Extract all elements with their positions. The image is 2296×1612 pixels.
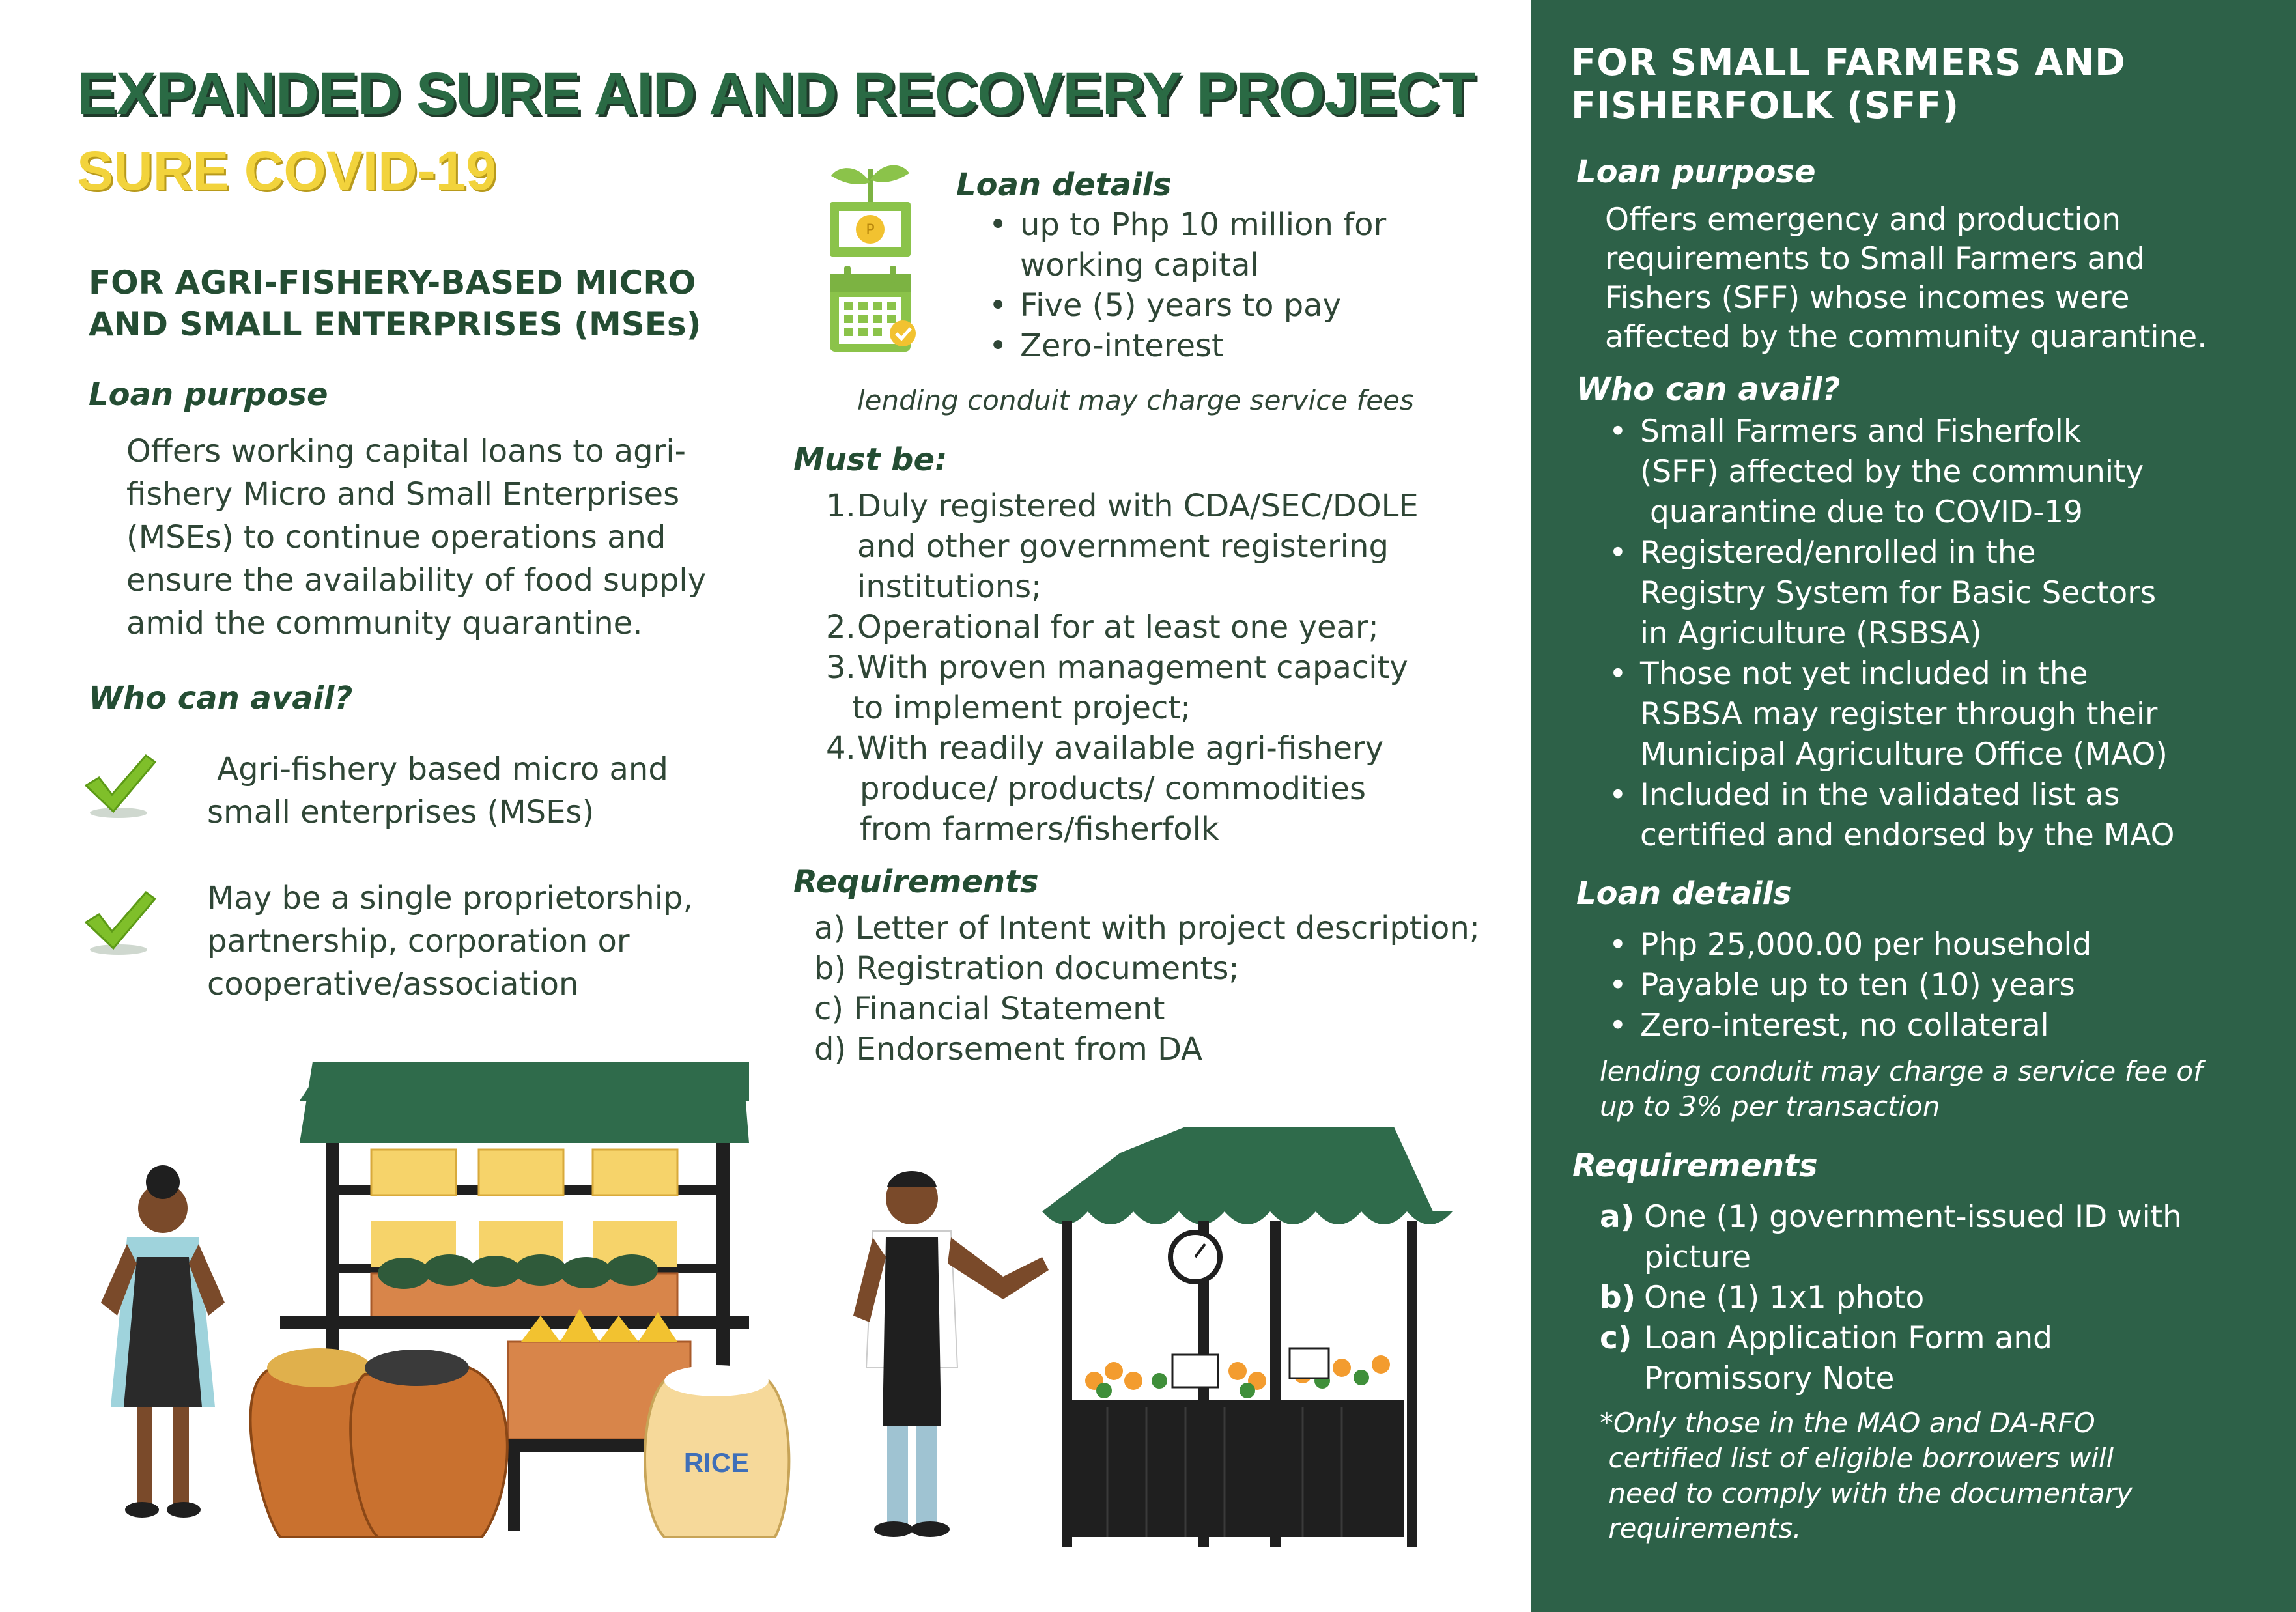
list-item: Registered/enrolled in the Registry Syst… <box>1600 533 2284 654</box>
list-item: 1. Duly registered with CDA/SEC/DOLE and… <box>826 488 1419 605</box>
market-stall-right <box>1042 1127 1453 1547</box>
sff-loan-details-list: Php 25,000.00 per household Payable up t… <box>1600 925 2284 1046</box>
mse-must-list: 1. Duly registered with CDA/SEC/DOLE and… <box>826 486 1510 849</box>
page-subtitle: SURE COVID-19 <box>77 140 497 201</box>
list-item: Php 25,000.00 per household <box>1600 925 2284 965</box>
sff-purpose-label: Loan purpose <box>1576 154 1816 190</box>
sff-purpose-text: Offers emergency and production requirem… <box>1605 202 2207 355</box>
mse-must-label: Must be: <box>793 442 948 478</box>
sff-footnote: *Only those in the MAO and DA-RFO certif… <box>1600 1407 2133 1544</box>
mse-who-label: Who can avail? <box>89 680 353 716</box>
market-illustration: RICE <box>101 1062 1453 1547</box>
mse-requirements-list: a) Letter of Intent with project descrip… <box>814 908 1518 1069</box>
mse-loan-details-list: up to Php 10 million for working capital… <box>980 205 1449 366</box>
list-item: Zero-interest <box>980 326 1449 366</box>
list-item: c) Financial Statement <box>814 991 1165 1027</box>
list-item: 3. With proven management capacity to im… <box>826 649 1408 726</box>
list-item: Those not yet included in the RSBSA may … <box>1600 654 2284 775</box>
list-item: Small Farmers and Fisherfolk (SFF) affec… <box>1600 412 2284 533</box>
list-item: b) Registration documents; <box>814 950 1240 987</box>
checkmark-icon <box>84 890 157 955</box>
sff-heading: FOR SMALL FARMERS AND FISHERFOLK (SFF) <box>1571 42 2126 127</box>
sff-who-list: Small Farmers and Fisherfolk (SFF) affec… <box>1600 412 2284 856</box>
list-item: Included in the validated list as certif… <box>1600 775 2284 856</box>
calendar-icon <box>830 266 916 352</box>
list-item: d) Endorsement from DA <box>814 1031 1203 1068</box>
list-item: b) One (1) 1x1 photo <box>1600 1280 1925 1316</box>
list-item: c) Loan Application Form and Promissory … <box>1600 1320 2052 1396</box>
mse-loan-note: lending conduit may charge service fees <box>857 384 1414 416</box>
mse-purpose-label: Loan purpose <box>89 376 328 413</box>
vendor-man-figure <box>853 1171 1049 1537</box>
page-title: EXPANDED SURE AID AND RECOVERY PROJECT <box>77 61 1476 127</box>
mse-requirements-label: Requirements <box>793 864 1039 900</box>
market-stall-left: RICE <box>249 1062 791 1538</box>
list-item: Zero-interest, no collateral <box>1600 1006 2284 1046</box>
mse-who-item-2: May be a single proprietorship, partners… <box>207 880 693 1002</box>
list-item: 4. With readily available agri-fishery p… <box>826 730 1384 847</box>
list-item: up to Php 10 million for working capital <box>980 205 1449 285</box>
list-item: a) Letter of Intent with project descrip… <box>814 910 1480 946</box>
list-item: 2. Operational for at least one year; <box>826 609 1379 645</box>
sff-requirements-list: a) One (1) government-issued ID with pic… <box>1600 1197 2284 1399</box>
money-plant-icon: P <box>830 165 916 352</box>
mse-who-item-1: Agri-fishery based micro and small enter… <box>207 751 668 830</box>
mse-heading: FOR AGRI-FISHERY-BASED MICRO AND SMALL E… <box>89 264 702 343</box>
rice-sack-label: RICE <box>684 1447 749 1478</box>
mse-loan-details-label: Loan details <box>956 167 1172 203</box>
checkmark-icon <box>84 754 157 818</box>
mse-purpose-text: Offers working capital loans to agri- fi… <box>126 433 707 642</box>
sff-loan-details-label: Loan details <box>1576 875 1792 912</box>
sff-who-label: Who can avail? <box>1576 371 1841 408</box>
sff-loan-note: lending conduit may charge a service fee… <box>1600 1055 2203 1122</box>
vendor-woman-figure <box>101 1165 225 1518</box>
list-item: Five (5) years to pay <box>980 285 1449 326</box>
list-item: a) One (1) government-issued ID with pic… <box>1600 1199 2182 1275</box>
sff-requirements-label: Requirements <box>1572 1148 1818 1184</box>
list-item: Payable up to ten (10) years <box>1600 965 2284 1006</box>
svg-text:P: P <box>866 222 874 238</box>
